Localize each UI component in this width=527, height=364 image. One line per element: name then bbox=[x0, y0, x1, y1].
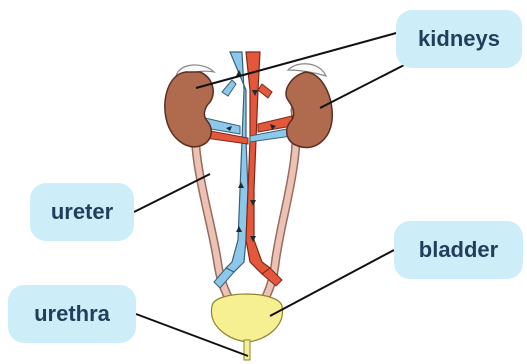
bladder bbox=[211, 294, 282, 342]
label-ureter: ureter bbox=[30, 183, 134, 241]
urethra bbox=[244, 340, 250, 360]
label-urethra: urethra bbox=[8, 285, 136, 343]
label-bladder-text: bladder bbox=[419, 237, 498, 263]
aorta bbox=[246, 52, 270, 274]
label-kidneys-text: kidneys bbox=[418, 26, 500, 52]
label-urethra-text: urethra bbox=[34, 301, 110, 327]
label-bladder: bladder bbox=[394, 221, 523, 279]
leader-kidneys-right bbox=[320, 62, 410, 108]
kidneys bbox=[165, 72, 332, 148]
kidney-right bbox=[286, 72, 332, 148]
label-ureter-text: ureter bbox=[51, 199, 113, 225]
kidney-left bbox=[165, 72, 213, 147]
leader-bladder bbox=[270, 250, 394, 316]
label-kidneys: kidneys bbox=[396, 10, 522, 68]
leader-ureter bbox=[134, 174, 210, 212]
